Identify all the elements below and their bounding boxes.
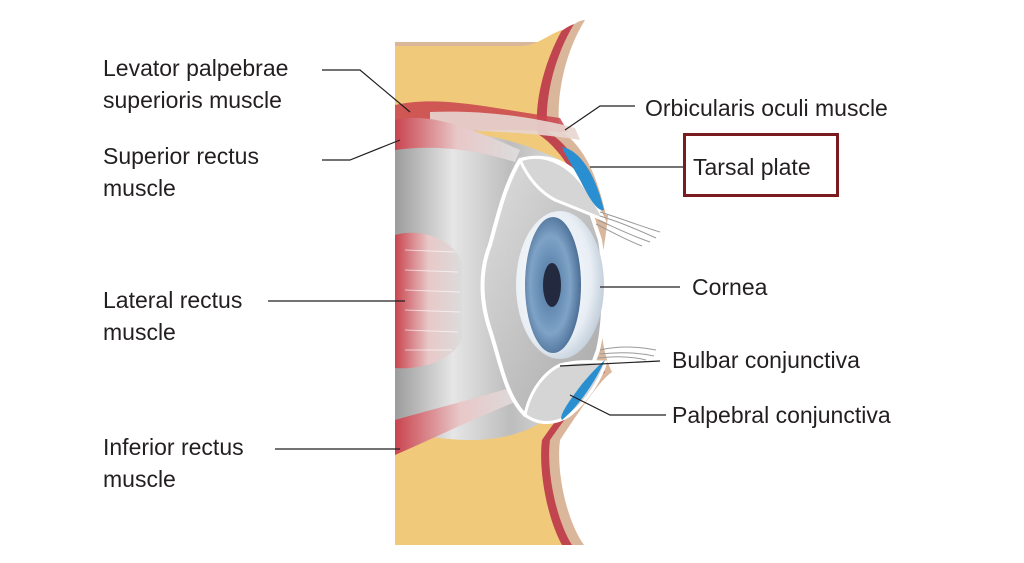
- label-superior-rectus: Superior rectus muscle: [103, 140, 259, 204]
- label-tarsal-plate: Tarsal plate: [693, 154, 811, 180]
- levator-tendon-shape: [430, 111, 580, 140]
- lateral-rectus-shape: [395, 232, 462, 369]
- label-bulbar-conjunctiva: Bulbar conjunctiva: [672, 347, 860, 373]
- label-superior-rectus-line1: Superior rectus: [103, 143, 259, 169]
- leader-bulbar: [559, 360, 661, 367]
- leader-levator: [322, 69, 411, 113]
- leader-lines: [268, 69, 683, 450]
- label-lateral-rectus: Lateral rectus muscle: [103, 284, 242, 348]
- lower-tarsal-plate: [561, 360, 605, 420]
- upper-tarsal-plate: [562, 147, 604, 211]
- label-levator: Levator palpebrae superioris muscle: [103, 52, 288, 116]
- inferior-rectus-shape: [395, 385, 525, 455]
- label-orbicularis: Orbicularis oculi muscle: [645, 95, 888, 121]
- lower-eyelashes: [597, 346, 657, 361]
- label-superior-rectus-line2: muscle: [103, 175, 176, 201]
- label-levator-line1: Levator palpebrae: [103, 55, 289, 81]
- label-levator-line2: superioris muscle: [103, 87, 282, 113]
- lower-eyelid: [523, 360, 609, 424]
- label-cornea: Cornea: [692, 274, 768, 300]
- label-inferior-rectus-line2: muscle: [103, 466, 176, 492]
- label-inferior-rectus-line1: Inferior rectus: [103, 434, 244, 460]
- leader-superior-rectus: [322, 139, 401, 161]
- label-lateral-rectus-line1: Lateral rectus: [103, 287, 243, 313]
- superior-rectus-shape: [395, 117, 520, 162]
- tarsal-plate-highlight-box: [683, 133, 839, 197]
- label-palpebral-conjunctiva: Palpebral conjunctiva: [672, 402, 891, 428]
- label-inferior-rectus: Inferior rectus muscle: [103, 431, 244, 495]
- lateral-rectus-striations: [404, 249, 461, 351]
- upper-eyelashes: [595, 211, 661, 247]
- label-lateral-rectus-line2: muscle: [103, 319, 176, 345]
- leader-orbicularis: [564, 105, 635, 131]
- pupil-shape: [543, 263, 561, 307]
- leader-palpebral: [569, 394, 666, 416]
- upper-eyelid: [517, 155, 607, 223]
